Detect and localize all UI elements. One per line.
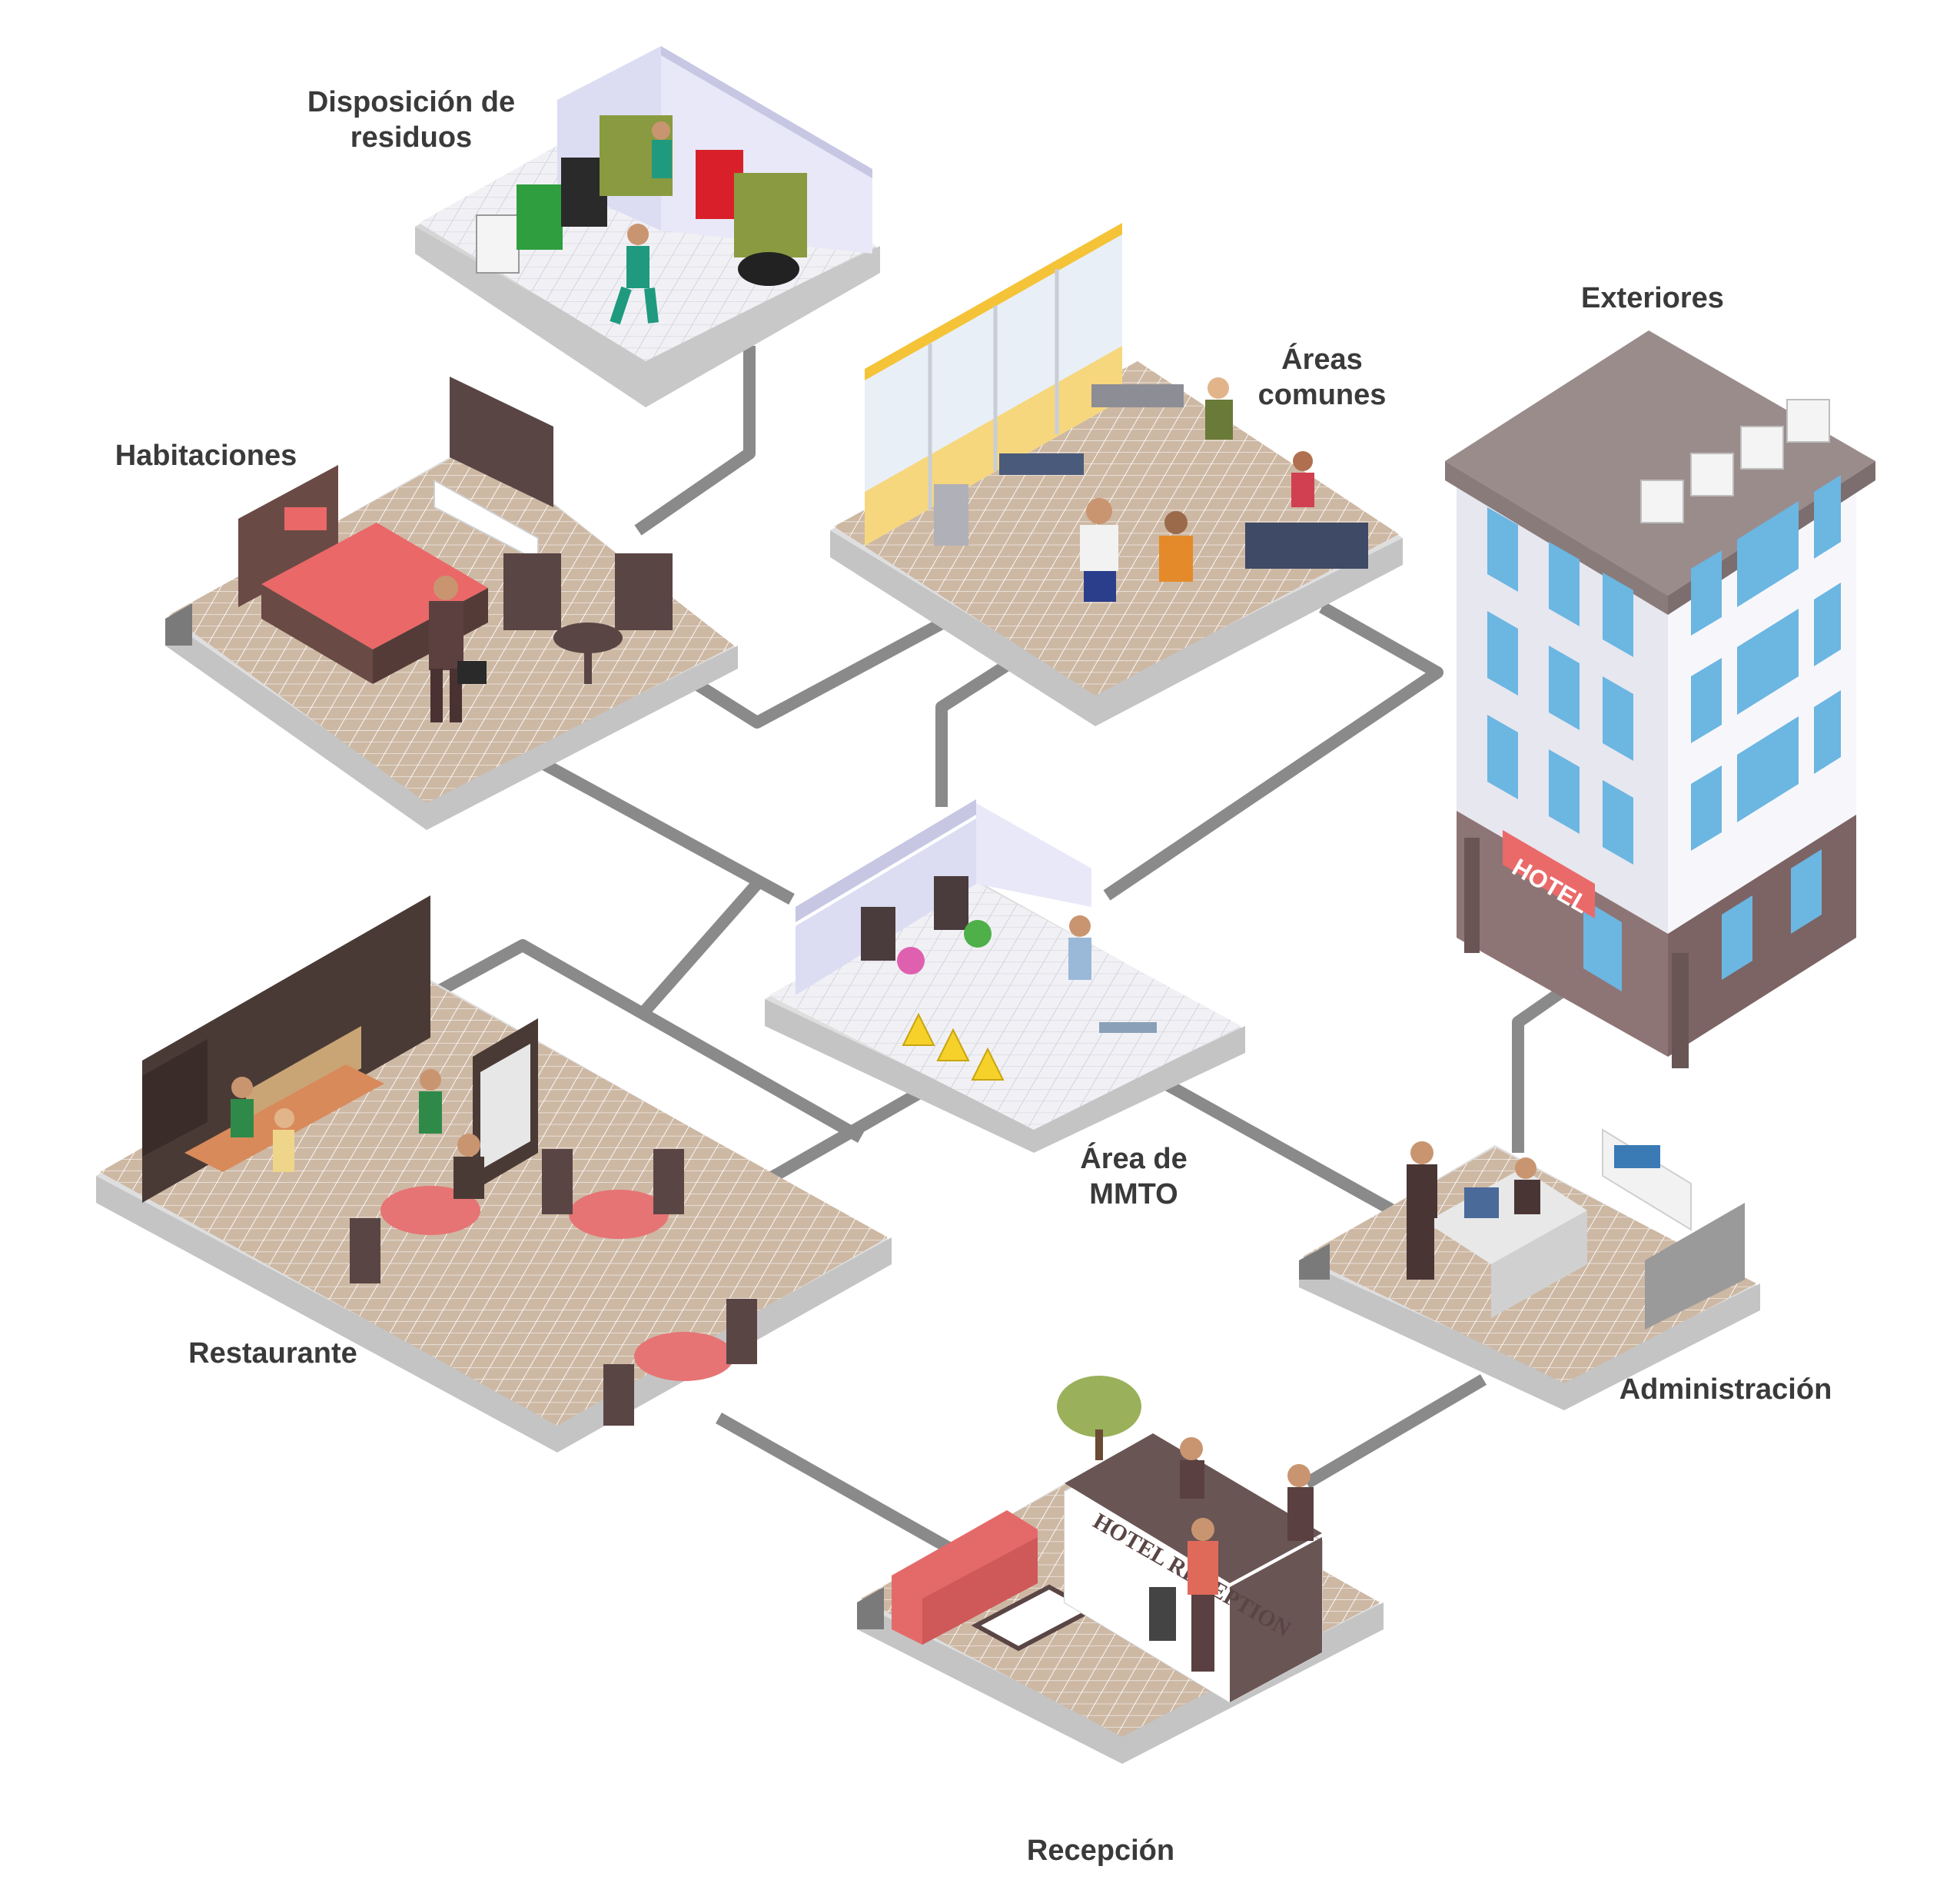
gym-equipment-icons [934, 384, 1368, 569]
connector-habitaciones-mmto [535, 755, 795, 905]
ac-unit-icons [1640, 399, 1830, 523]
label-line: Área de [1080, 1143, 1188, 1175]
diner-icons [231, 1069, 484, 1199]
receptionist-icons [1149, 1437, 1314, 1672]
window-icons [1487, 475, 1841, 865]
label-line: Disposición de [307, 86, 516, 118]
label-areas-comunes: Áreas comunes [1258, 342, 1387, 413]
waste-disposal-area [415, 46, 880, 407]
label-line: comunes [1257, 379, 1387, 411]
label-disposicion-residuos: Disposición de residuos [307, 85, 515, 155]
display-shelf-icon [473, 1018, 538, 1191]
label-area-mmto: Área de MMTO [1080, 1141, 1187, 1212]
wet-floor-sign-icons [902, 1012, 1005, 1081]
label-recepcion: Recepción [1027, 1833, 1174, 1868]
label-line: Restaurante [188, 1337, 357, 1370]
connector-disposicion [634, 346, 756, 536]
plant-icon [1057, 1376, 1141, 1460]
label-line: Administración [1619, 1373, 1832, 1406]
connector-habitaciones-areas [680, 601, 975, 729]
connector-restaurante-recepcion [716, 1413, 960, 1558]
guest-with-suitcase-icon [429, 576, 487, 722]
trash-bin-icons [476, 115, 807, 286]
common-areas-gym [830, 223, 1403, 726]
label-line: Exteriores [1581, 282, 1724, 314]
restaurant-area [96, 895, 892, 1453]
connector-restaurante-mmto-b [637, 879, 762, 1019]
guest-rooms-area [165, 377, 738, 830]
label-line: Recepción [1026, 1835, 1175, 1867]
label-administracion: Administración [1619, 1372, 1832, 1407]
cleaning-cart-icons [861, 876, 992, 975]
reception-area: HOTEL RECEPTION [857, 1376, 1384, 1764]
connector-recepcion-admin [1303, 1374, 1487, 1489]
connector-mmto-admin [1134, 1063, 1410, 1224]
label-habitaciones: Habitaciones [115, 438, 297, 473]
label-line: MMTO [1089, 1178, 1178, 1210]
desk-icon [1426, 1168, 1587, 1318]
reception-desk: HOTEL RECEPTION [1064, 1433, 1323, 1704]
label-line: Habitaciones [115, 440, 297, 472]
worker-icon [610, 121, 672, 325]
administration-area [1299, 1128, 1760, 1410]
label-restaurante: Restaurante [188, 1336, 357, 1371]
office-worker-icons [1407, 1141, 1540, 1280]
bookshelf-icon [1602, 1128, 1745, 1330]
maintenance-area [765, 799, 1245, 1153]
label-line: residuos [350, 121, 473, 154]
label-exteriores: Exteriores [1581, 281, 1724, 316]
sofa-icon [892, 1510, 1038, 1645]
armchair-icons [503, 553, 673, 684]
dining-table-icons [350, 1149, 757, 1426]
athlete-icons [1080, 377, 1314, 602]
connector-restaurante-mmto-a [435, 939, 864, 1143]
cleaner-icon [1068, 915, 1157, 1033]
label-line: Áreas [1281, 344, 1363, 376]
connector-areas-mmto-right [1103, 602, 1443, 901]
hotel-building-exterior: HOTEL [1445, 330, 1875, 1068]
